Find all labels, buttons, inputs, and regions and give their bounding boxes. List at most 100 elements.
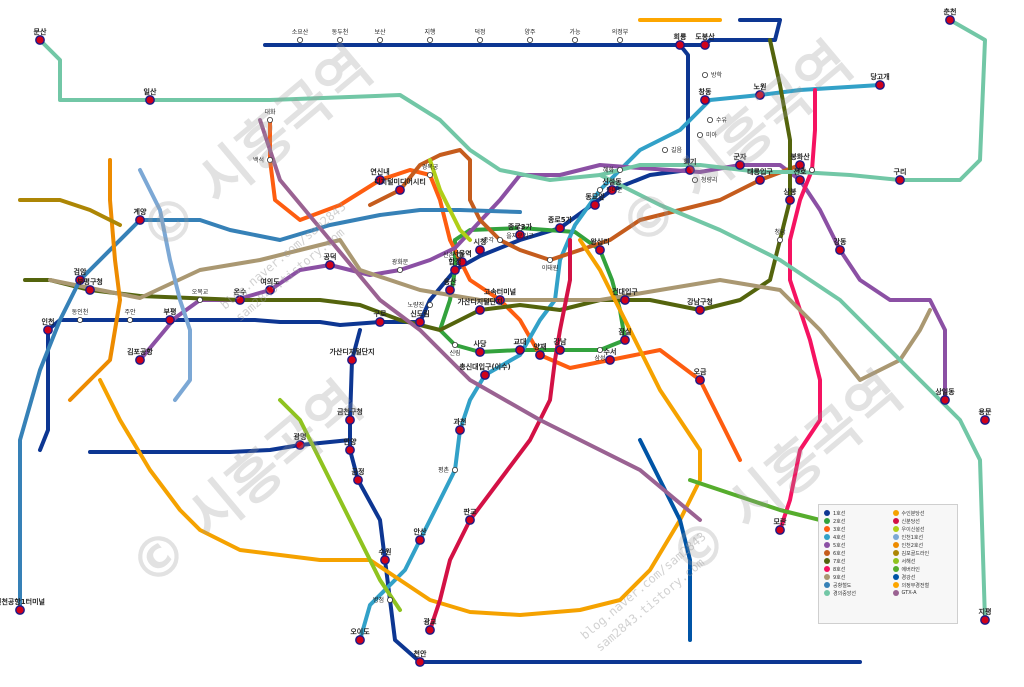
route-line1d xyxy=(88,438,352,454)
station-label-dongdaemun: 동대문 xyxy=(606,186,623,194)
station-label-gwangmyeong: 광명 xyxy=(294,432,307,441)
legend-label: 4호선 xyxy=(833,534,846,541)
station-marker-ogeum xyxy=(695,375,705,385)
station-label-geumjeong: 금정 xyxy=(352,467,365,476)
station-marker-onsu xyxy=(235,295,245,305)
station-label-ganeung: 가능 xyxy=(569,28,581,36)
legend-item: 신분당선 xyxy=(892,517,958,525)
station-label-chuncheon: 춘천 xyxy=(944,7,957,16)
station-marker-pangyo xyxy=(465,515,475,525)
legend-item: GTX-A xyxy=(892,589,958,597)
station-marker-pyeongchon xyxy=(451,466,458,473)
station-marker-digital_media xyxy=(395,185,405,195)
route-line1b xyxy=(38,43,690,452)
station-marker-isu xyxy=(480,370,490,380)
station-marker-hoeryong xyxy=(675,40,685,50)
station-marker-suseo xyxy=(605,355,615,365)
legend-item: 6호선 xyxy=(824,549,889,557)
station-label-gimpo_airport: 김포공항 xyxy=(127,347,153,356)
station-marker-moran xyxy=(775,525,785,535)
station-label-gunja: 군자 xyxy=(734,152,747,161)
station-marker-wangsimni xyxy=(595,245,605,255)
station-marker-dongmyo xyxy=(590,200,600,210)
station-label-dangogae: 당고개 xyxy=(870,72,889,81)
station-label-gangnam: 강남 xyxy=(554,337,567,346)
station-marker-guri xyxy=(895,175,905,185)
legend-item: 공항철도 xyxy=(824,581,889,589)
station-marker-yangju xyxy=(527,37,534,44)
legend-swatch xyxy=(824,526,830,532)
station-label-sangbong: 상봉 xyxy=(784,187,797,196)
station-marker-noryangjin xyxy=(426,301,433,308)
station-marker-cheonan xyxy=(415,657,425,667)
station-marker-euljiro xyxy=(517,224,524,231)
station-marker-express_bus xyxy=(495,295,505,305)
station-label-euljiro: 을지로입구 xyxy=(506,232,534,240)
station-marker-gyodae xyxy=(515,345,525,355)
legend-label: 공항철도 xyxy=(833,582,852,589)
station-label-sinseol: 신설동 xyxy=(602,177,622,186)
station-marker-soyosan xyxy=(296,37,303,44)
station-label-hoeryong: 회룡 xyxy=(674,32,687,41)
station-label-bonghwasan: 봉화산 xyxy=(790,152,810,161)
station-label-gasan7: 가산디지털단지 xyxy=(457,297,502,306)
station-marker-konkuk xyxy=(620,295,630,305)
station-marker-deokjeong xyxy=(476,37,483,44)
route-suin xyxy=(98,238,702,617)
station-label-jihaeng: 지행 xyxy=(424,28,435,36)
legend-item: 1호선 xyxy=(824,509,889,517)
station-marker-sillim xyxy=(451,341,458,348)
station-marker-sinseol xyxy=(607,185,617,195)
legend-label: 김포골드라인 xyxy=(901,550,930,557)
station-label-geomam: 검암 xyxy=(74,267,87,276)
route-line1c xyxy=(348,328,862,664)
station-marker-anyang xyxy=(345,445,355,455)
legend-swatch xyxy=(824,566,830,572)
station-label-wangsimni: 왕십리 xyxy=(590,237,609,246)
station-label-jamsil: 잠실 xyxy=(619,327,632,336)
station-marker-samseong xyxy=(597,346,604,353)
legend-swatch xyxy=(892,542,899,548)
station-marker-cheongnyangni xyxy=(692,176,699,183)
station-label-dongducheon: 동두천 xyxy=(332,28,349,36)
station-label-gasan: 가산디지털단지 xyxy=(329,347,374,356)
station-marker-gimpo_airport xyxy=(135,355,145,365)
legend-label: 인천2호선 xyxy=(901,542,924,549)
route-gtx xyxy=(258,118,702,522)
legend-item: 2호선 xyxy=(824,517,889,525)
station-label-mia: 미아 xyxy=(706,131,718,139)
route-ui xyxy=(428,158,472,242)
legend-swatch xyxy=(824,542,830,548)
legend-swatch xyxy=(892,510,899,516)
station-label-gyeyang: 계양 xyxy=(134,207,147,216)
legend-label: 우이신설선 xyxy=(901,526,925,533)
station-marker-juan xyxy=(127,316,134,323)
legend-item: 김포골드라인 xyxy=(892,549,958,557)
station-marker-byeongjeom xyxy=(386,597,393,604)
legend-label: 의정부경전철 xyxy=(901,582,930,589)
station-marker-cheongdam xyxy=(777,236,784,243)
station-label-cheongnyangni: 청량리 xyxy=(701,176,718,184)
station-label-soyosan: 소요산 xyxy=(292,28,309,36)
legend-swatch xyxy=(892,550,899,556)
station-marker-suyu xyxy=(707,117,714,124)
legend-label: 에버라인 xyxy=(901,566,920,573)
station-marker-changdong xyxy=(700,95,710,105)
station-label-gangdong: 강동 xyxy=(834,237,847,246)
station-marker-incheon_airport1 xyxy=(15,605,25,615)
station-label-cheonho: 천호 xyxy=(794,167,807,176)
legend-swatch xyxy=(892,526,899,532)
station-marker-hyehwa xyxy=(617,166,624,173)
station-label-ilsan: 일산 xyxy=(144,87,157,96)
station-label-suseo: 수서 xyxy=(604,347,617,356)
station-marker-gyeongbokgung xyxy=(426,171,433,178)
station-marker-guro xyxy=(375,317,385,327)
station-marker-cheonho xyxy=(795,175,805,185)
station-marker-uijeongbu xyxy=(617,37,624,44)
station-label-gwacheon: 과천 xyxy=(454,417,467,426)
station-label-ogeum: 오금 xyxy=(694,368,707,376)
station-label-yangju: 양주 xyxy=(524,28,536,36)
